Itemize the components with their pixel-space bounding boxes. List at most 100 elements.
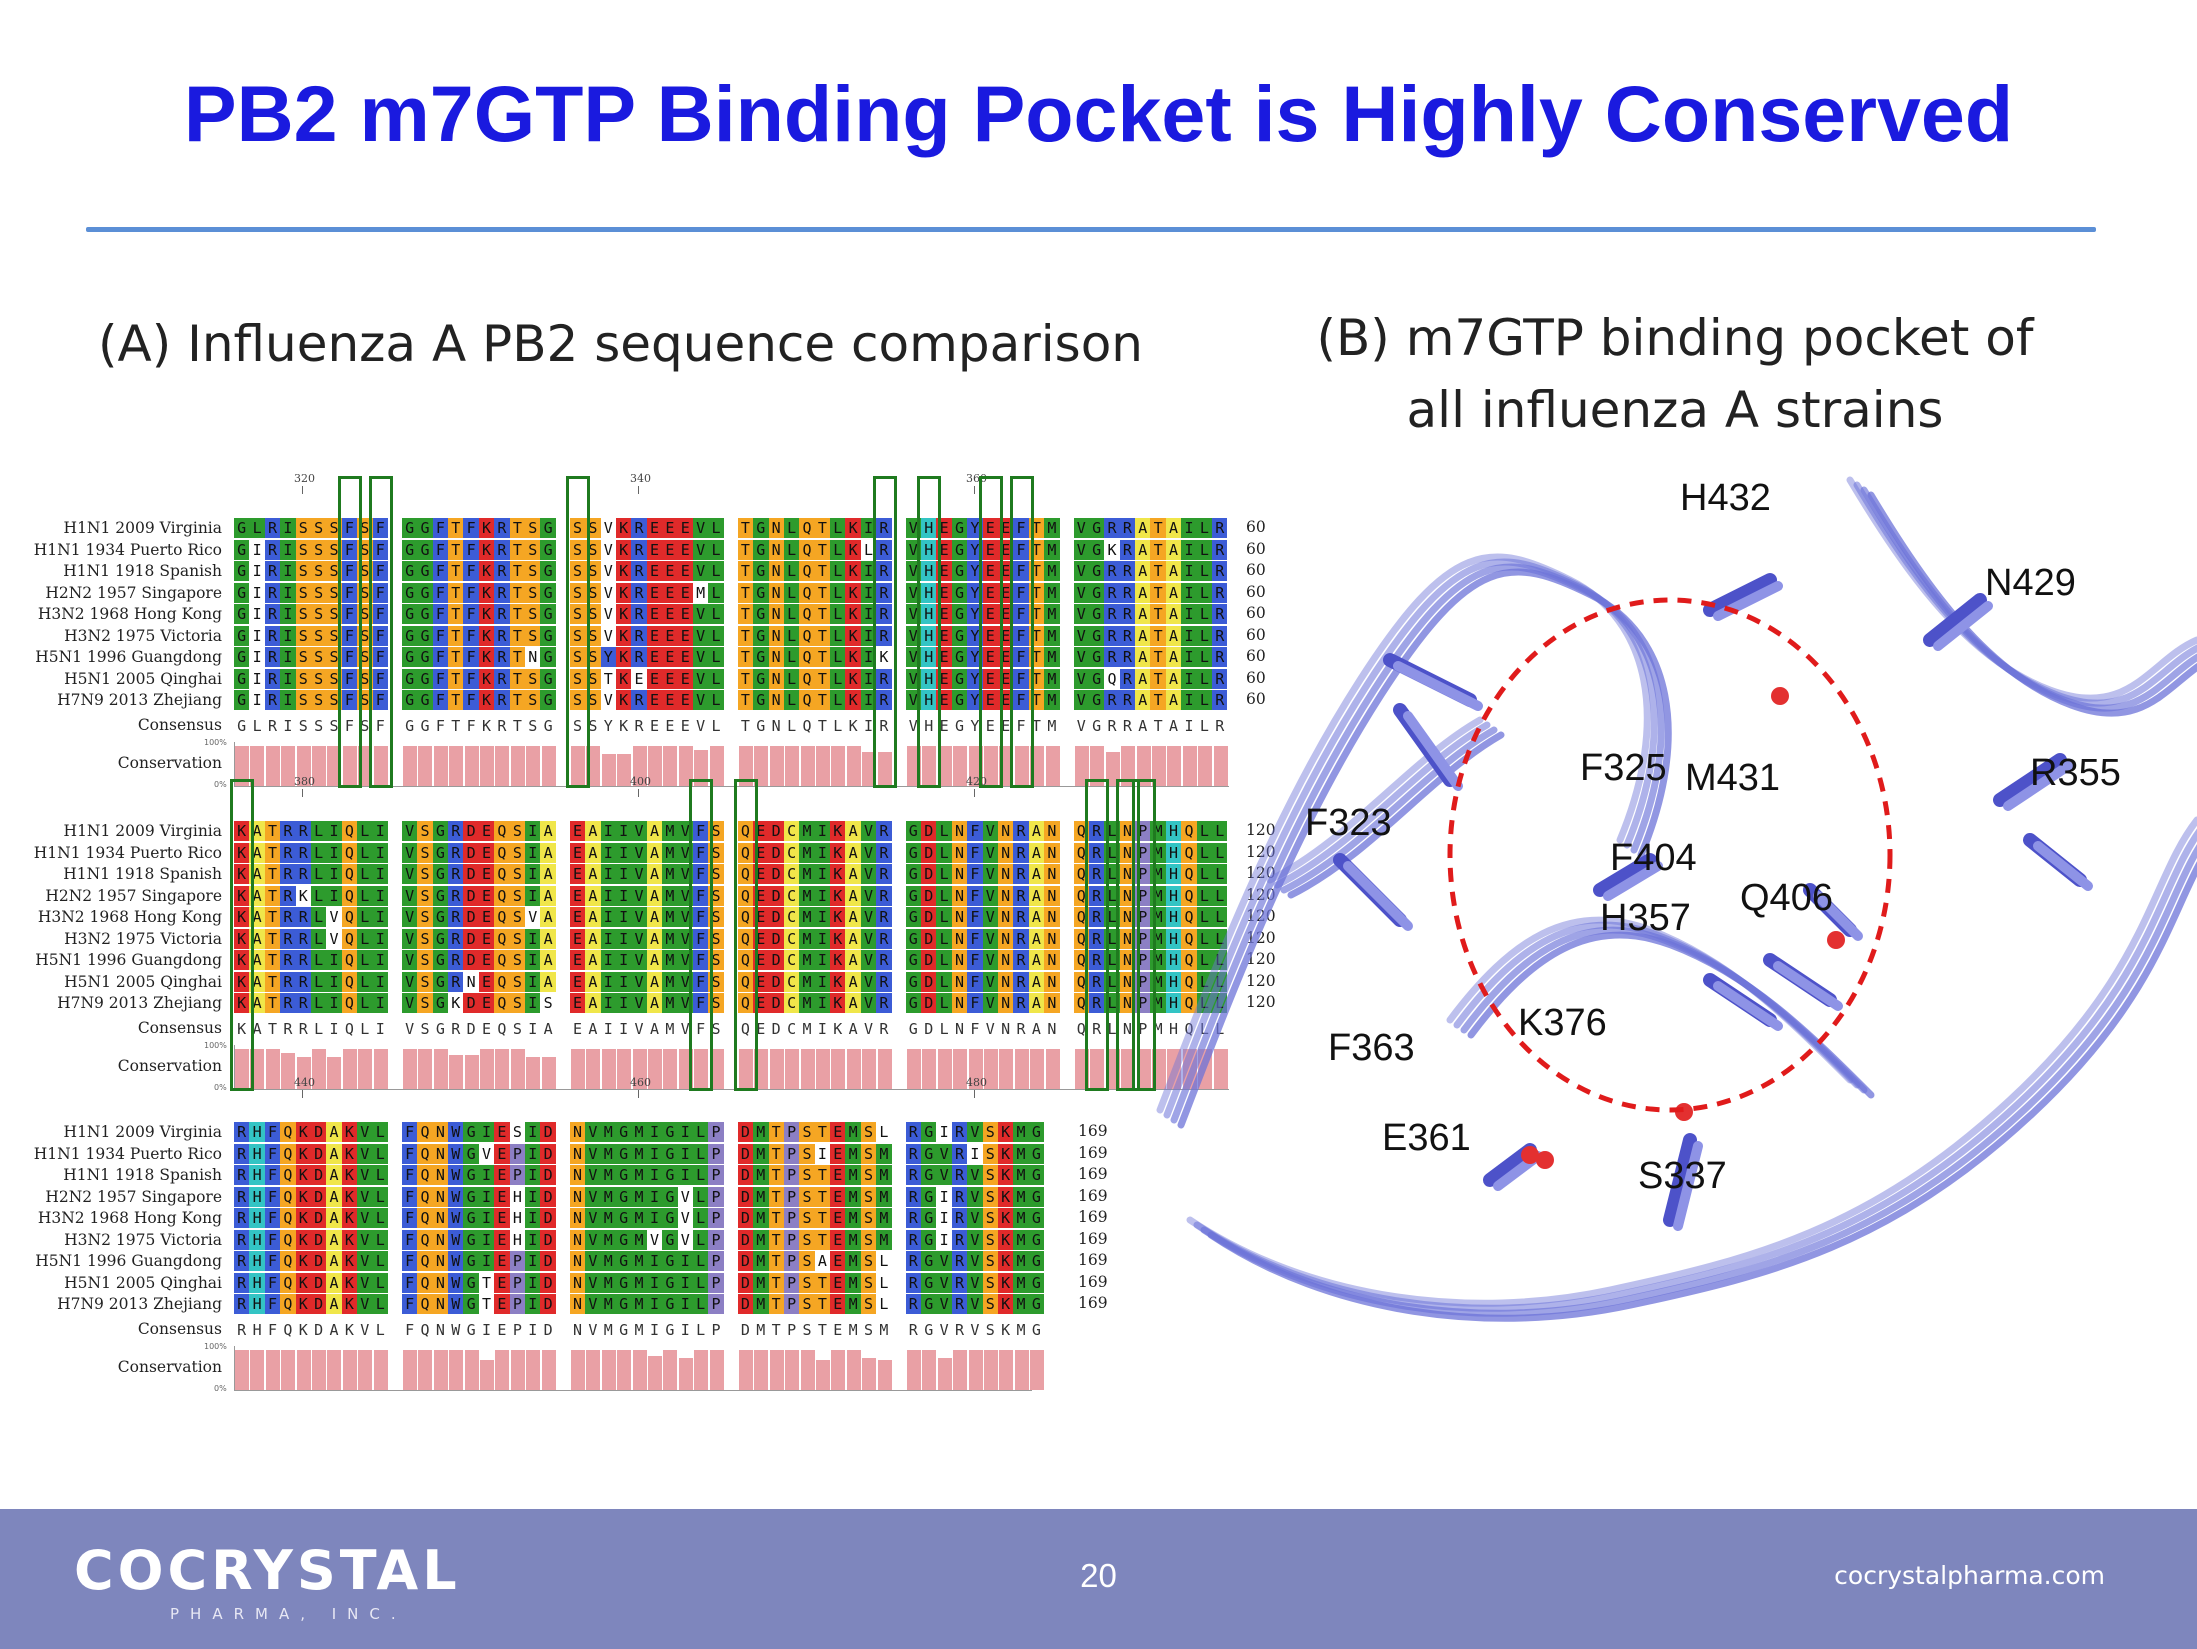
residue-cell: N (768, 539, 784, 560)
residue-cell: S (569, 668, 586, 689)
residue-cell: Q (341, 821, 358, 841)
residue-cell: V (585, 1294, 601, 1314)
residue-cell: V (982, 950, 998, 970)
residue-cell: S (799, 1251, 815, 1271)
residue-cell: G (615, 1251, 632, 1271)
residue-cell: R (631, 582, 647, 603)
pocket-residue-highlight (689, 779, 714, 1091)
consensus-residue: I (528, 1320, 538, 1339)
residue-cell: A (646, 971, 663, 992)
residue-cell: R (280, 821, 296, 841)
residue-cell: P (783, 1186, 800, 1207)
residue-cell: R (1013, 864, 1029, 884)
residue-cell: G (417, 582, 433, 603)
residue-cell: G (951, 582, 968, 603)
residue-cell: N (569, 1272, 586, 1293)
backbone-ribbon (1177, 568, 1672, 1129)
residue-cell: Q (494, 864, 510, 884)
residue-cell: E (478, 993, 495, 1013)
residue-cell: S (799, 1143, 815, 1164)
residue-cell: H (921, 625, 937, 646)
residue-cell: I (326, 971, 342, 992)
residue-cell: R (264, 539, 281, 560)
residue-cell: R (876, 907, 892, 927)
residue-cell: V (1073, 625, 1089, 646)
residue-cell: V (967, 1122, 983, 1142)
residue-cell: V (860, 993, 877, 1013)
residue-cell: T (448, 604, 464, 624)
conservation-bar (907, 1349, 921, 1390)
residue-cell: P (708, 1143, 724, 1164)
residue-cell: V (585, 1122, 601, 1142)
residue-cell: G (1088, 690, 1105, 710)
residue-cell: R (264, 668, 281, 689)
residue-cell: M (1044, 582, 1060, 603)
residue-cell: L (783, 539, 800, 560)
residue-cell: I (326, 950, 342, 970)
residue-cell: V (1073, 647, 1089, 667)
row-end-number: 169 (1078, 1251, 1108, 1269)
conservation-bar (1014, 1048, 1029, 1089)
residue-cell: F (264, 1208, 281, 1228)
title-divider (86, 227, 2096, 232)
residue-cell: G (662, 1229, 678, 1250)
residue-cell: G (905, 821, 922, 841)
residue-cell: K (997, 1208, 1014, 1228)
consensus-residue: H (1169, 1019, 1179, 1038)
conservation-bar (571, 745, 585, 786)
residue-cell: G (540, 604, 556, 624)
pct-100-label: 100% (204, 737, 227, 747)
residue-cell: E (662, 582, 678, 603)
residue-cell: L (830, 668, 846, 689)
residue-cell: V (401, 885, 418, 906)
backbone-ribbon (1273, 721, 1491, 889)
residue-cell: R (905, 1272, 922, 1293)
residue-cell: K (615, 604, 632, 624)
residue-cell: H (1165, 821, 1182, 841)
residue-cell: Q (341, 842, 358, 863)
residue-cell: L (783, 690, 800, 710)
residue-cell: G (951, 647, 968, 667)
residue-cell: K (478, 690, 495, 710)
residue-cell: G (921, 1251, 937, 1271)
residue-cell: M (845, 1229, 861, 1250)
consensus-residue: I (329, 1019, 339, 1038)
consensus-residue: M (1016, 1320, 1026, 1339)
residue-cell: G (921, 1272, 937, 1293)
residue-cell: E (982, 647, 998, 667)
residue-cell: E (646, 690, 663, 710)
residue-cell: L (372, 1251, 388, 1271)
conservation-bar (526, 745, 541, 786)
residue-cell: H (1165, 885, 1182, 906)
residue-cell: E (494, 1122, 510, 1142)
consensus-residue: R (879, 716, 889, 735)
residue-cell: C (783, 993, 800, 1013)
residue-cell: Q (494, 950, 510, 970)
residue-cell: I (677, 1165, 693, 1185)
residue-cell: T (814, 1229, 831, 1250)
residue-cell: M (631, 1294, 647, 1314)
residue-cell: T (264, 821, 281, 841)
residue-cell: L (1212, 885, 1228, 906)
residue-cell: M (600, 1186, 616, 1207)
residue-cell: N (569, 1165, 586, 1185)
conservation-bar (632, 1349, 647, 1390)
residue-cell: M (1044, 518, 1060, 538)
residue-cell: N (997, 971, 1014, 992)
residue-cell: I (525, 1186, 541, 1207)
residue-cell: G (1088, 539, 1105, 560)
residue-cell: T (814, 668, 831, 689)
consensus-residue: Q (802, 716, 812, 735)
residue-cell: E (982, 582, 998, 603)
residue-cell: D (463, 842, 479, 863)
consensus-residue: E (939, 716, 949, 735)
residue-cell: P (783, 1165, 800, 1185)
residue-cell: E (646, 647, 663, 667)
